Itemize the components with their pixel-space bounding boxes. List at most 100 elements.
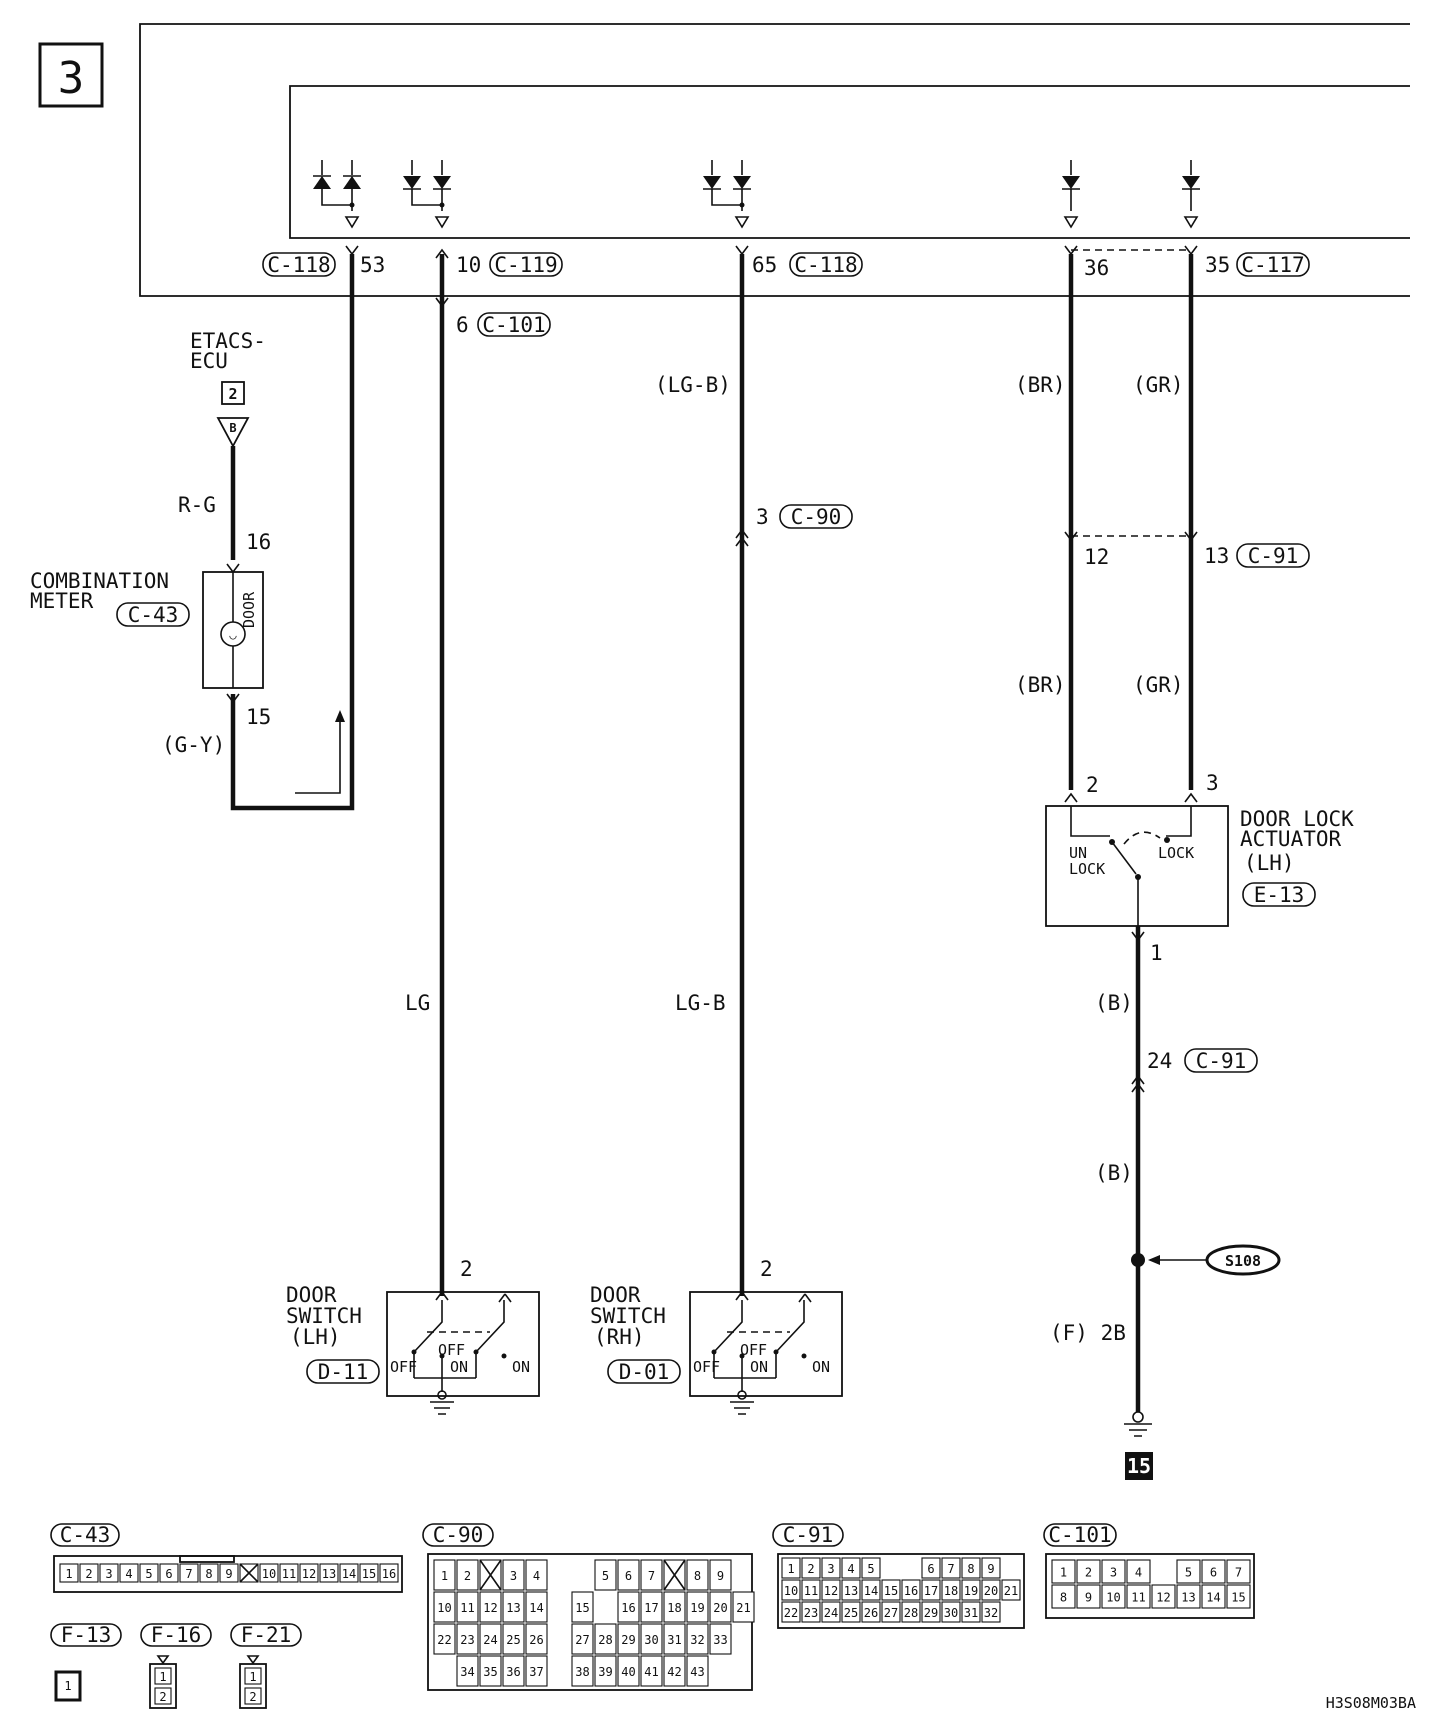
connector-pin-number: 32 [690,1633,704,1647]
connector-pin-number: 19 [690,1601,704,1615]
connector-pin-cell [881,1579,901,1601]
connector-pin-cell [479,1655,502,1687]
connector-pin-number: 3 [827,1562,834,1576]
connector-pin-cell [594,1623,617,1655]
connector-blank-pin [239,1563,259,1583]
connector-blank-pin [663,1559,686,1591]
connector-pin-number: 18 [667,1601,681,1615]
connector-pin-number: 9 [1085,1591,1092,1605]
connector-pin-number: 15 [1231,1591,1245,1605]
wire-label-r-g: R-G [178,493,216,517]
connector-pin-cell [921,1601,941,1623]
connector-pin-cell [640,1623,663,1655]
connector-pin-number: 11 [804,1584,818,1598]
connector-pin-cell [1226,1584,1251,1609]
connector-pin-number: 41 [644,1665,658,1679]
connector-pin-number: 20 [984,1584,998,1598]
connector-c90-pin3: 3 C-90 [735,504,853,547]
connector-pin-cell [732,1591,755,1623]
connector-pin-number: 6 [625,1569,632,1583]
splice-s108: S108 [1131,1244,1281,1276]
combination-meter: 16 ◡ DOOR 15 COMBINATION METER C-43 [30,530,271,729]
connector-pin-cell [219,1563,239,1583]
svg-text:53: 53 [360,253,385,277]
wire-label-g-y: (G-Y) [162,733,225,757]
wire-label-lg: LG [405,991,430,1015]
connector-pin-cell [456,1655,479,1687]
top-connector-36: 36 [1064,245,1109,280]
connector-pin-number: 29 [621,1633,635,1647]
svg-text:(LH): (LH) [1244,851,1295,875]
sheet-number: 3 [58,53,85,104]
connector-pin-number: 4 [1135,1566,1142,1580]
connector-pin-number: 2 [464,1569,471,1583]
connector-pin-cell [456,1559,479,1591]
connector-pin-cell [571,1591,594,1623]
connector-face-f13: F-13 1 [50,1623,122,1702]
connector-pin-number: 7 [1235,1566,1242,1580]
connector-pin-cell [709,1623,732,1655]
svg-text:C-91: C-91 [1248,544,1299,568]
connector-pin-number: 4 [533,1569,540,1583]
door-lock-actuator: 2 3 UN LOCK LOCK DOOR LOCK ACTUATOR (LH)… [1045,771,1354,965]
connector-pin-cell [456,1623,479,1655]
connector-pin-number: 17 [644,1601,658,1615]
connector-pin-number: 28 [598,1633,612,1647]
connector-pin-number: 3 [1110,1566,1117,1580]
connector-pin-number: 9 [225,1567,232,1581]
connector-pin-number: 4 [125,1567,132,1581]
svg-text:OFF: OFF [390,1358,417,1376]
connector-pin-cell [821,1557,841,1579]
connector-pin-cell [617,1591,640,1623]
connector-pin-cell [901,1579,921,1601]
top-connector-35: 35 C-117 [1184,245,1310,277]
ecu-diodes [313,160,1200,229]
connector-pin-cell [861,1579,881,1601]
connector-pin-cell [961,1601,981,1623]
connector-pin-number: 10 [262,1567,276,1581]
svg-text:3: 3 [756,505,769,529]
svg-text:ON: ON [450,1358,468,1376]
top-connector-65: 65 C-118 [735,245,863,277]
connector-pin-cell [456,1591,479,1623]
connector-pin-number: 42 [667,1665,681,1679]
connector-pin-cell [686,1655,709,1687]
svg-text:C-90: C-90 [433,1523,484,1547]
connector-pin-cell [79,1563,99,1583]
connector-pin-cell [881,1601,901,1623]
connector-pin-number: 9 [987,1562,994,1576]
connector-pin-cell [1201,1559,1226,1584]
connector-pin-number: 32 [984,1606,998,1620]
ecu-frame-inner [289,85,1410,239]
svg-text:DOOR: DOOR [240,591,258,628]
connector-pin-number: 9 [717,1569,724,1583]
connector-pin-cell [617,1655,640,1687]
svg-text:36: 36 [1084,256,1109,280]
connector-pin-cell [801,1579,821,1601]
connector-pin-cell [1176,1584,1201,1609]
connector-pin-number: 14 [1206,1591,1220,1605]
connector-pin-number: 6 [927,1562,934,1576]
connector-pin-cell [640,1591,663,1623]
svg-text:15: 15 [246,705,271,729]
connector-pin-cell [640,1655,663,1687]
svg-text:D-01: D-01 [619,1360,670,1384]
connector-pin-number: 15 [575,1601,589,1615]
ground-marker-box [1125,1452,1153,1480]
svg-text:F-13: F-13 [61,1623,112,1647]
connector-pin-cell [339,1563,359,1583]
connector-pin-cell [640,1559,663,1591]
connector-pin-cell [841,1601,861,1623]
svg-text:ON: ON [812,1358,830,1376]
connector-pin-cell [686,1559,709,1591]
svg-text:C-101: C-101 [482,313,545,337]
connector-pin-cell [433,1623,456,1655]
connector-pin-cell [525,1655,548,1687]
svg-text:16: 16 [246,530,271,554]
connector-pin-cell [433,1559,456,1591]
connector-pin-number: 13 [322,1567,336,1581]
connector-pin-cell [479,1591,502,1623]
connector-pin-cell [841,1579,861,1601]
etacs-ecu-page-ref: 2 [228,385,237,403]
